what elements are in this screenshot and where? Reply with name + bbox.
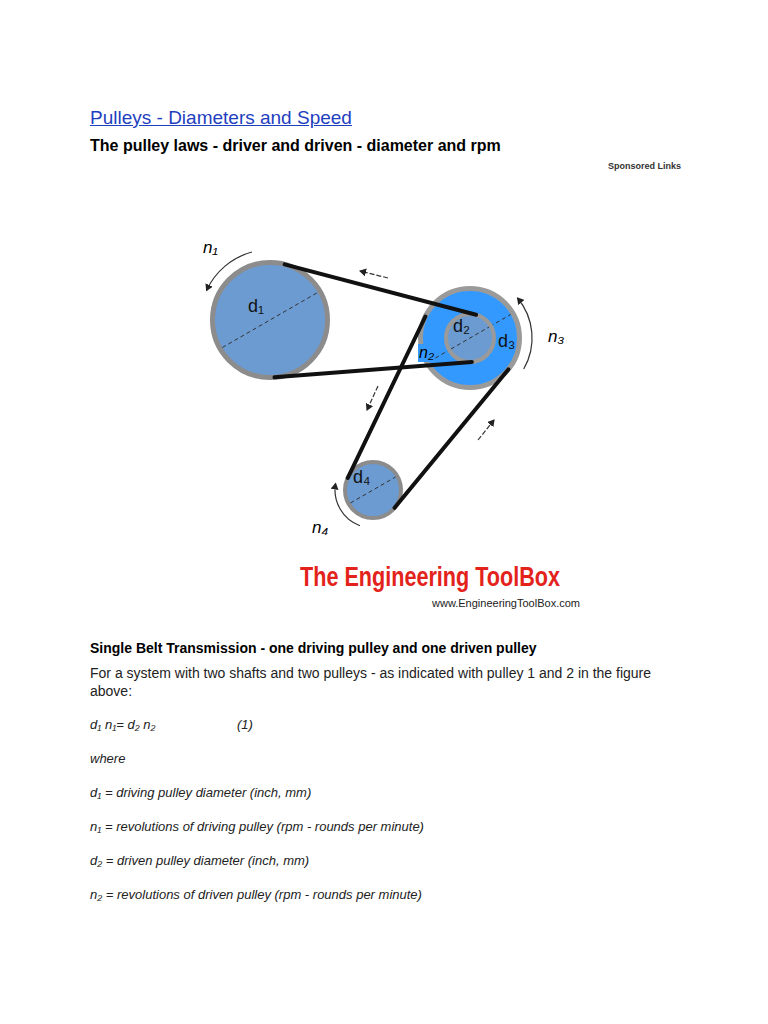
subtitle: The pulley laws - driver and driven - di… [90,137,501,155]
belt-direction-arrow [360,271,388,278]
definition: d₁ = driving pulley diameter (inch, mm) [90,785,311,800]
pulley-label: d₄ [353,467,370,487]
pulley-shape [210,260,330,380]
speed-label: n₄ [312,518,328,538]
sponsored-note: Sponsored Links [608,161,681,171]
pulley-rim [213,263,328,378]
pulley-rim [345,462,401,518]
pulley-label: d₁ [248,296,264,316]
definition: d₂ = driven pulley diameter (inch, mm) [90,853,309,868]
pulley-circle: d₂ [444,312,496,364]
speed-label: n₂ [418,344,435,362]
pulley-circle: d₃ d₂ [418,286,522,390]
speed-label: n₃ [548,327,564,347]
pulley-shape [343,460,403,520]
section-heading: Single Belt Transmission - one driving p… [90,640,537,656]
pulley-shape [444,312,496,364]
pulley-circle: d₁ [210,260,330,380]
pulley-label: d₃ [498,331,515,351]
equation-number: (1) [237,717,253,732]
pulley-rim [421,289,520,388]
pulley-circle: d₄ [343,460,403,520]
pulley-label: d₂ [453,316,470,336]
pulley-rim [446,314,494,362]
definition: n₁ = revolutions of driving pulley (rpm … [90,819,424,834]
diameter-line [222,293,317,348]
belt-direction-arrow [367,386,378,410]
logo-text: The Engineering ToolBox [300,562,560,593]
definition: n₂ = revolutions of driven pulley (rpm -… [90,887,422,902]
speed-label: n₁ [203,238,218,258]
page-title: Pulleys - Diameters and Speed [90,107,352,129]
logo-url: www.EngineeringToolBox.com [432,597,580,609]
equation: d₁ n₁= d₂ n₂ [90,717,155,732]
body-text: where [90,751,125,766]
belt-direction-arrow [478,420,494,440]
paragraph: For a system with two shafts and two pul… [90,664,655,700]
